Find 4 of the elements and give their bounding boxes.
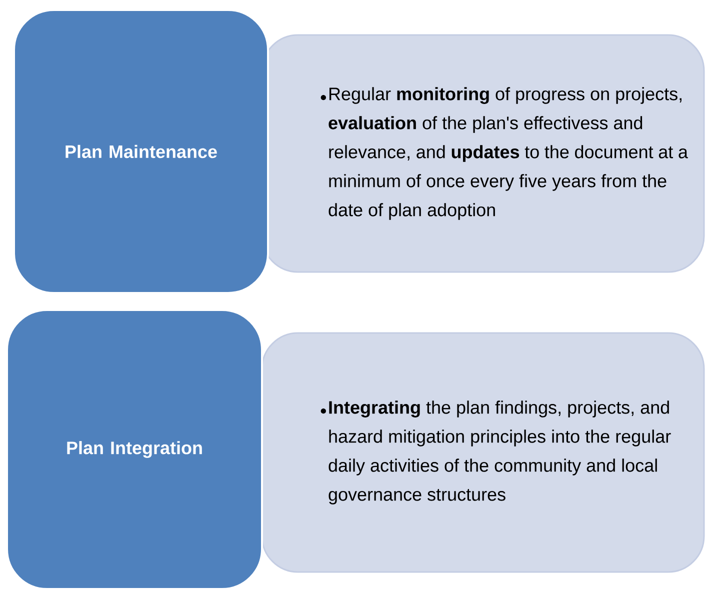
category-box: Plan Maintenance (13, 9, 269, 294)
description-box: Regular monitoring of progress on projects, evaluation of the plan's effectivess and relevance, and updates to the document at a minimum of once every five years from the date of plan adoption (261, 34, 705, 273)
description-box: Integrating the plan findings, projects, and hazard mitigation principles into the regular daily activities of the community and local governance structures (261, 332, 705, 573)
category-box: Plan Integration (6, 309, 263, 590)
